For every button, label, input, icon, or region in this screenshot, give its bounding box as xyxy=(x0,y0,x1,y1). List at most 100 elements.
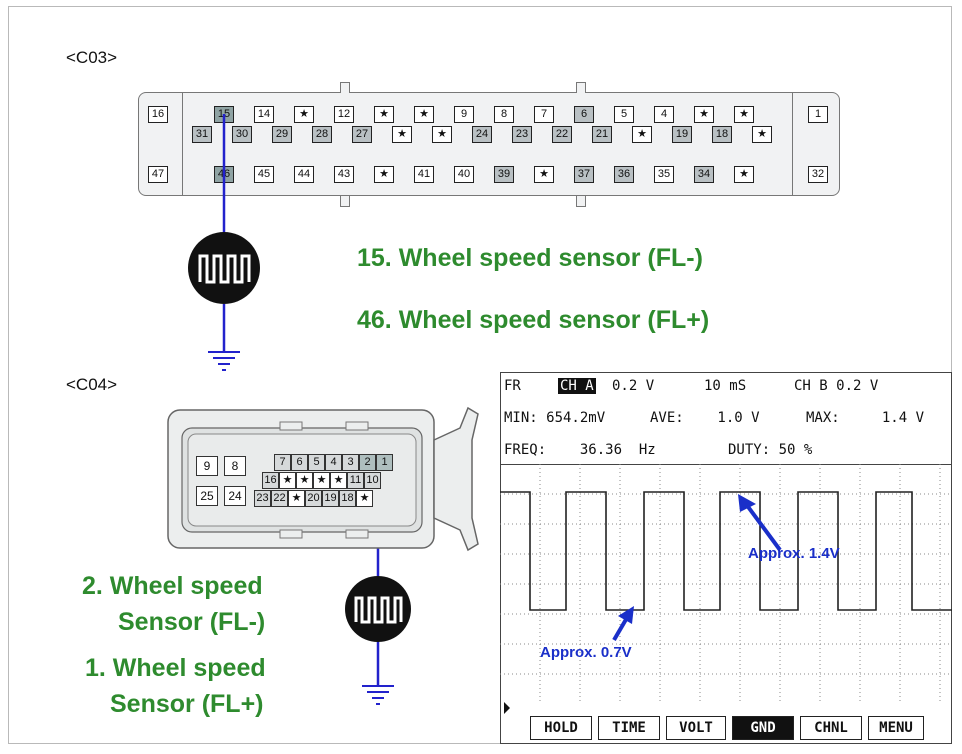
c04-pin-row3-5: 18 xyxy=(339,490,356,507)
c03-pin-top-row-11: 5 xyxy=(614,106,634,123)
c03-bottom-key-2 xyxy=(576,196,586,207)
c03-pin-top-row-5: ★ xyxy=(374,106,394,123)
c03-pin-bottom-row-15: 32 xyxy=(808,166,828,183)
c04-pin-row2-4: ★ xyxy=(330,472,347,489)
c03-pin-top-row-14: ★ xyxy=(734,106,754,123)
c04-pin-row1-4: 3 xyxy=(342,454,359,471)
c03-pin-mid-row-9: 22 xyxy=(552,126,572,143)
osc-ave: AVE: 1.0 V xyxy=(650,410,760,426)
osc-button-menu[interactable]: MENU xyxy=(868,716,924,740)
c04-pin-row2-6: 10 xyxy=(364,472,381,489)
c04-pin-row3-2: ★ xyxy=(288,490,305,507)
osc-ch-a-label: CH A xyxy=(558,378,596,394)
c03-label: <C03> xyxy=(66,48,118,67)
c04-pin-row2-0: 16 xyxy=(262,472,279,489)
c03-pin-bottom-row-10: 37 xyxy=(574,166,594,183)
c03-pin-top-row-15: 1 xyxy=(808,106,828,123)
c03-pin-top-row-12: 4 xyxy=(654,106,674,123)
c03-pin-bottom-row-8: 39 xyxy=(494,166,514,183)
c04-pin-row1-3: 4 xyxy=(325,454,342,471)
c04-pin-row1-0: 7 xyxy=(274,454,291,471)
c04-pin-row3-3: 20 xyxy=(305,490,322,507)
osc-ground-marker xyxy=(504,702,510,714)
c04-pin-row1-5: 2 xyxy=(359,454,376,471)
c03-pin-bottom-row-3: 44 xyxy=(294,166,314,183)
c03-pin-bottom-row-5: ★ xyxy=(374,166,394,183)
osc-button-gnd[interactable]: GND xyxy=(732,716,794,740)
c04-pin-row3-6: ★ xyxy=(356,490,373,507)
c03-pin-mid-row-11: ★ xyxy=(632,126,652,143)
c03-pin-top-row-2: 14 xyxy=(254,106,274,123)
c04-pin-row2-2: ★ xyxy=(296,472,313,489)
c03-pin-mid-row-5: ★ xyxy=(392,126,412,143)
c03-pin-top-row-4: 12 xyxy=(334,106,354,123)
square-wave-sensor-icon xyxy=(188,232,260,304)
osc-ch-b: CH B 0.2 V xyxy=(794,378,879,394)
c04-pin1-label-line2: Sensor (FL+) xyxy=(110,690,264,718)
c03-top-key xyxy=(340,82,350,93)
c04-pin-row3-1: 22 xyxy=(271,490,288,507)
c03-pin-mid-row-12: 19 xyxy=(672,126,692,143)
osc-button-chnl[interactable]: CHNL xyxy=(800,716,862,740)
approx-low-arrow xyxy=(612,606,634,642)
c03-pin-bottom-row-9: ★ xyxy=(534,166,554,183)
c03-top-key-2 xyxy=(576,82,586,93)
c04-pin-row1-1: 6 xyxy=(291,454,308,471)
c03-pin-bottom-row-12: 35 xyxy=(654,166,674,183)
osc-plot xyxy=(500,464,952,714)
c03-bottom-key xyxy=(340,196,350,207)
approx-high-label: Approx. 1.4V xyxy=(748,545,840,562)
c03-pin-top-row-9: 7 xyxy=(534,106,554,123)
c03-pin-mid-row-14: ★ xyxy=(752,126,772,143)
ground-icon xyxy=(362,685,394,705)
c04-pin-row1-2: 5 xyxy=(308,454,325,471)
osc-mode: FR xyxy=(504,378,521,394)
c03-pin-mid-row-3: 28 xyxy=(312,126,332,143)
c04-pin2-label-line2: Sensor (FL-) xyxy=(118,608,266,636)
c03-pin-top-row-7: 9 xyxy=(454,106,474,123)
c03-divider-right xyxy=(792,93,793,195)
osc-grid xyxy=(500,464,952,704)
c03-pin-mid-row-4: 27 xyxy=(352,126,372,143)
osc-ch-a-scale: 0.2 V xyxy=(612,378,655,394)
osc-button-hold[interactable]: HOLD xyxy=(530,716,592,740)
c03-pin-mid-row-13: 18 xyxy=(712,126,732,143)
c03-pin-mid-row-0: 31 xyxy=(192,126,212,143)
osc-max: MAX: 1.4 V xyxy=(806,410,925,426)
c04-pin-row2-1: ★ xyxy=(279,472,296,489)
c03-pin-mid-row-6: ★ xyxy=(432,126,452,143)
c03-pin-top-row-3: ★ xyxy=(294,106,314,123)
osc-button-time[interactable]: TIME xyxy=(598,716,660,740)
c03-pin-bottom-row-4: 43 xyxy=(334,166,354,183)
c04-pin-row1-6: 1 xyxy=(376,454,393,471)
c03-pin-bottom-row-0: 47 xyxy=(148,166,168,183)
c03-pin-bottom-row-14: ★ xyxy=(734,166,754,183)
osc-waveform xyxy=(500,491,952,611)
c03-pin-top-row-8: 8 xyxy=(494,106,514,123)
ground-icon xyxy=(208,351,240,371)
approx-high-arrow xyxy=(738,494,782,552)
c03-pin-top-row-10: 6 xyxy=(574,106,594,123)
c03-pin46-label: 46. Wheel speed sensor (FL+) xyxy=(357,306,710,334)
c04-pin-row2-3: ★ xyxy=(313,472,330,489)
c03-pin-top-row-6: ★ xyxy=(414,106,434,123)
c03-pin-bottom-row-7: 40 xyxy=(454,166,474,183)
c03-pin-bottom-row-13: 34 xyxy=(694,166,714,183)
c03-divider-left xyxy=(182,93,183,195)
osc-time-div: 10 mS xyxy=(704,378,747,394)
osc-duty: DUTY: 50 % xyxy=(728,442,813,458)
c04-label: <C04> xyxy=(66,375,118,394)
approx-low-label: Approx. 0.7V xyxy=(540,644,632,661)
osc-button-volt[interactable]: VOLT xyxy=(666,716,726,740)
c04-pin-row3-0: 23 xyxy=(254,490,271,507)
c04-pin-row2-5: 11 xyxy=(347,472,364,489)
c03-pin-mid-row-8: 23 xyxy=(512,126,532,143)
c03-pin-bottom-row-2: 45 xyxy=(254,166,274,183)
c04-pin1-label-line1: 1. Wheel speed xyxy=(85,654,266,682)
osc-freq: FREQ: 36.36 Hz xyxy=(504,442,656,458)
c04-left-pin-2: 25 xyxy=(196,486,218,506)
osc-min: MIN: 654.2mV xyxy=(504,410,606,426)
c04-left-pin-0: 9 xyxy=(196,456,218,476)
c03-pin-mid-row-2: 29 xyxy=(272,126,292,143)
